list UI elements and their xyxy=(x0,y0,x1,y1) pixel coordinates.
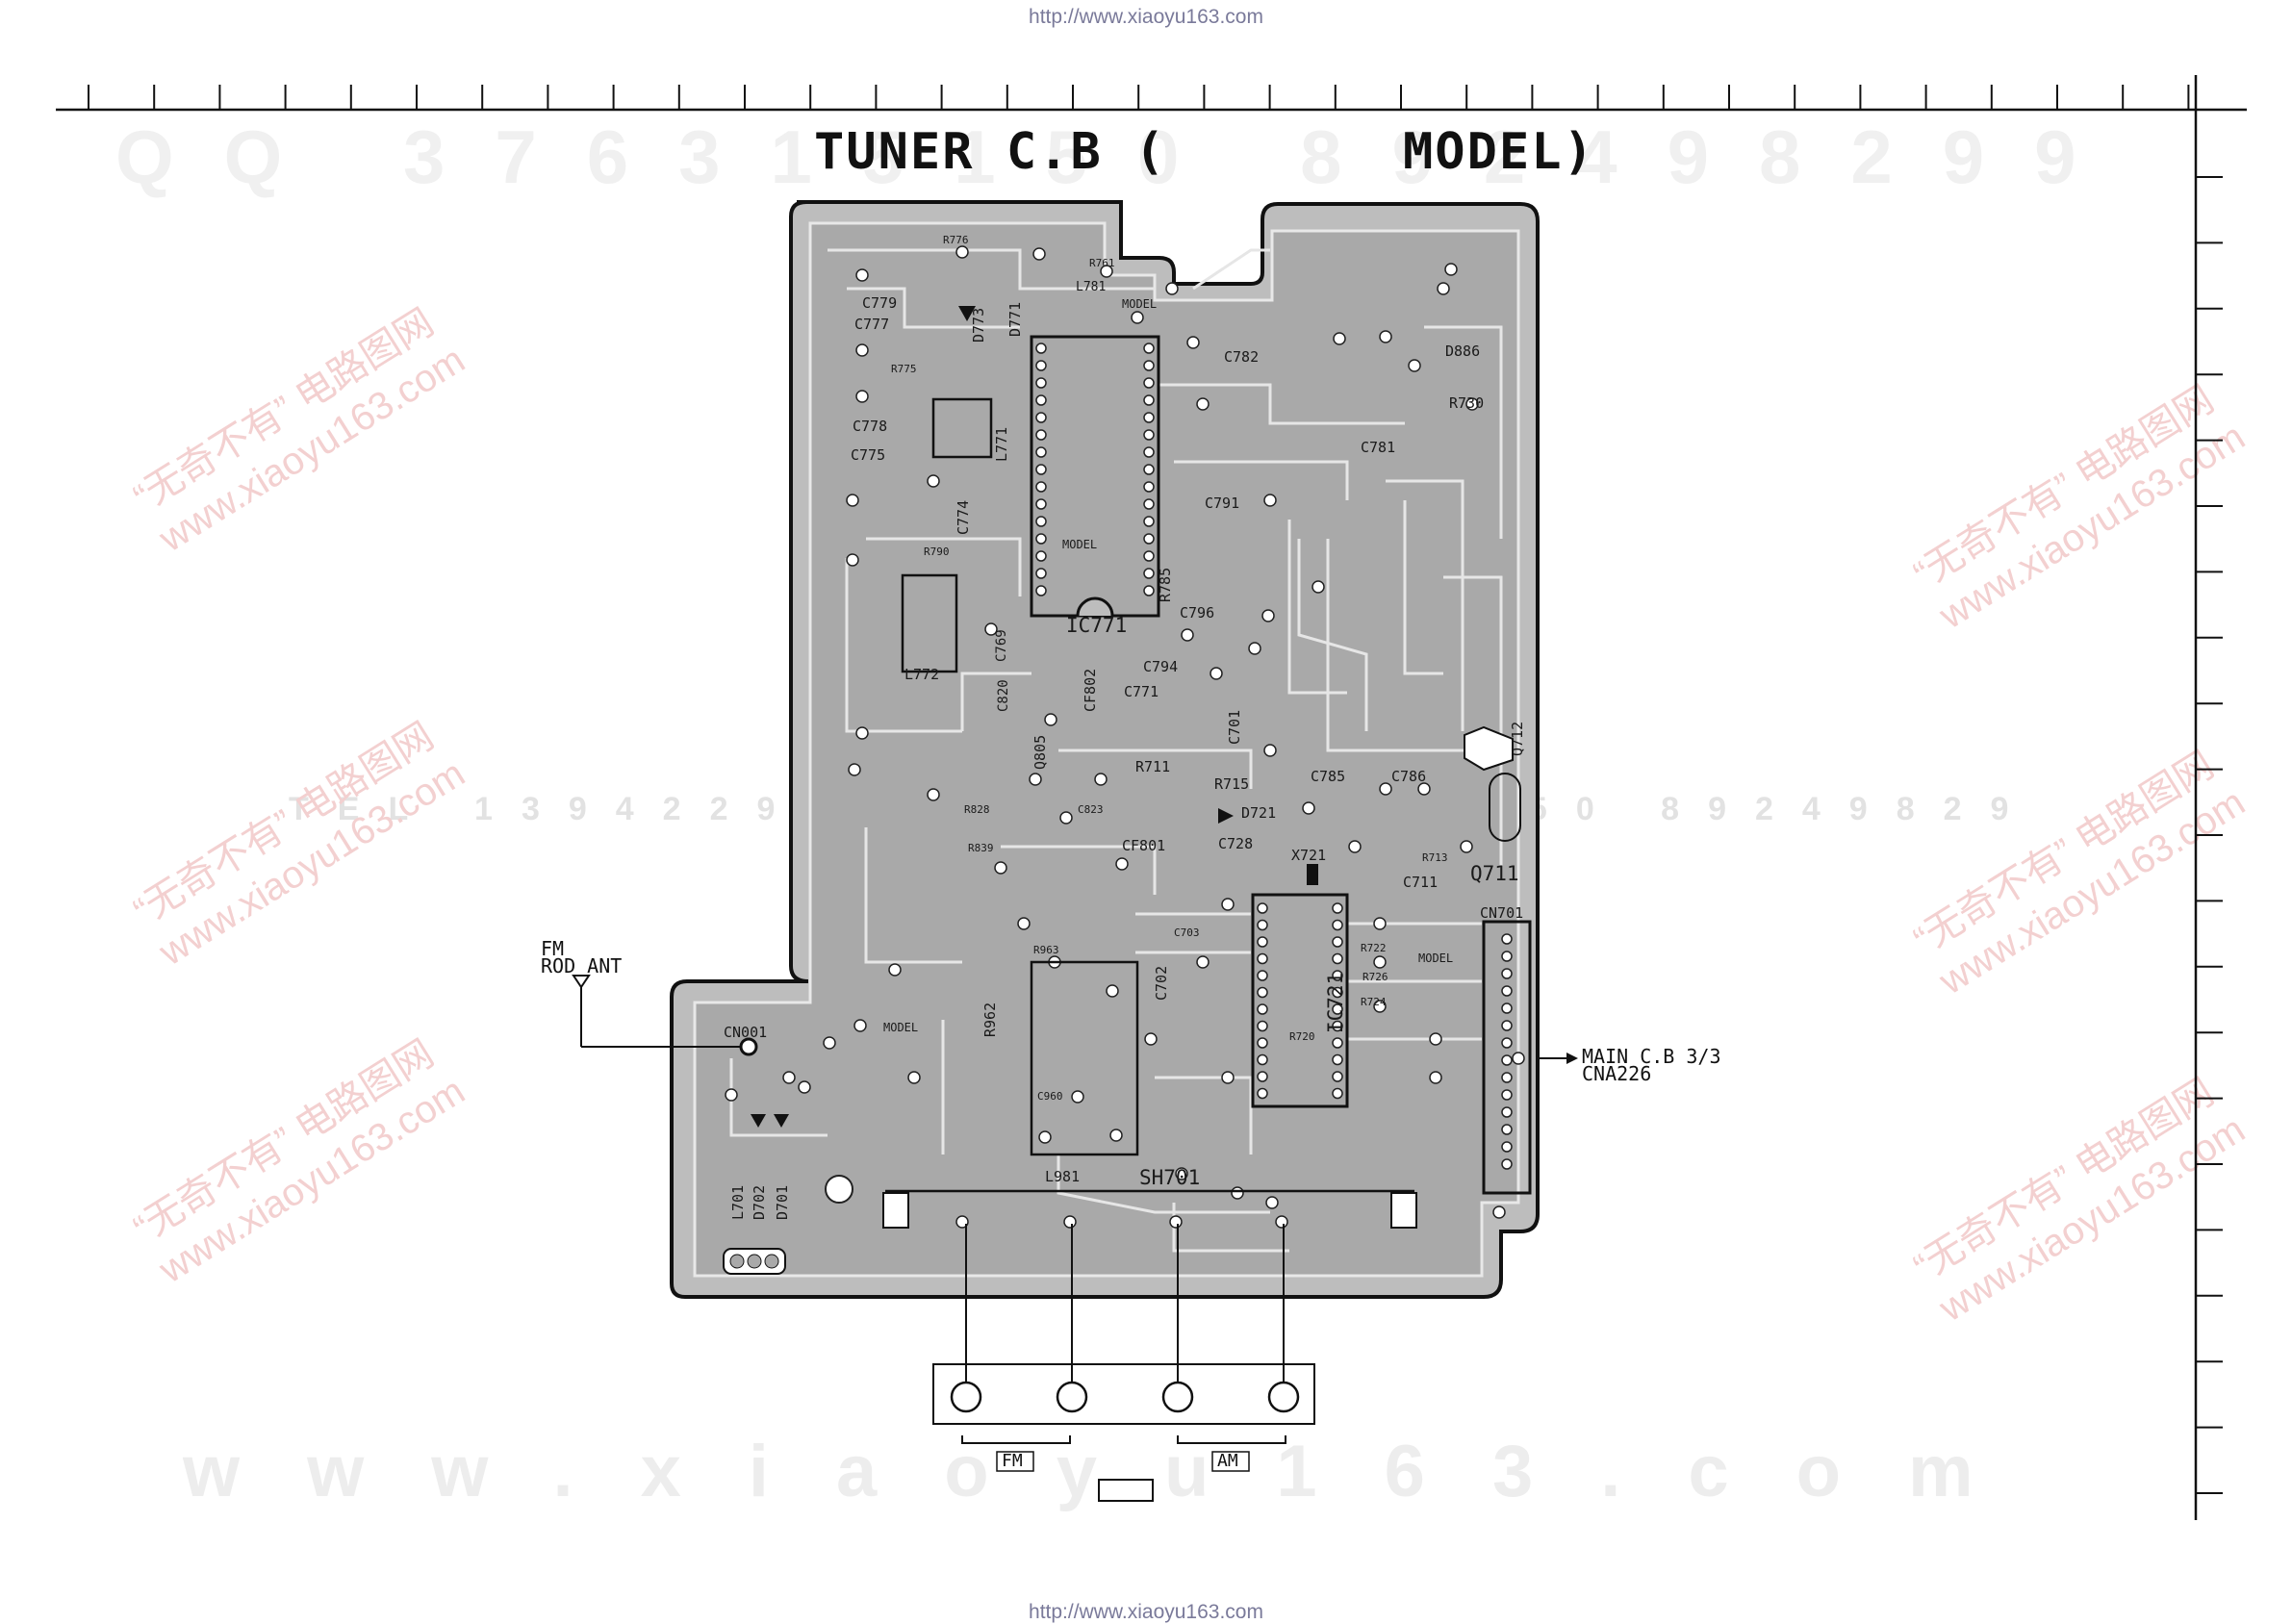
c769-label: C769 xyxy=(994,629,1009,662)
d771-label: D771 xyxy=(1006,301,1024,337)
c777-label: C777 xyxy=(854,316,890,333)
r761-label: R761 xyxy=(1089,257,1115,269)
r730-label: R730 xyxy=(1449,394,1485,412)
r715-label: R715 xyxy=(1214,775,1250,793)
d701-label: D701 xyxy=(774,1184,791,1220)
q712-label: Q712 xyxy=(1509,721,1526,756)
c781-label: C781 xyxy=(1361,439,1396,456)
fm-terminal-label: FM xyxy=(1002,1451,1023,1471)
main-cb-label-line2: CNA226 xyxy=(1582,1062,1652,1085)
model-label-3: MODEL xyxy=(1418,952,1454,965)
d702-label: D702 xyxy=(751,1184,768,1220)
c794-label: C794 xyxy=(1143,658,1179,675)
model-label-1: MODEL xyxy=(1122,297,1158,311)
fm-antenna xyxy=(572,975,741,1048)
l981-label: L981 xyxy=(1045,1168,1081,1185)
footer-url[interactable]: http://www.xiaoyu163.com xyxy=(1029,1601,1263,1623)
r720-label: R720 xyxy=(1289,1030,1315,1043)
q711-label: Q711 xyxy=(1470,862,1519,885)
c796-label: C796 xyxy=(1180,604,1215,622)
d721-label: D721 xyxy=(1241,804,1277,822)
page-title-right: MODEL) xyxy=(1403,123,1595,181)
r962-label: R962 xyxy=(981,1002,999,1037)
c775-label: C775 xyxy=(851,446,886,464)
c771-label: C771 xyxy=(1124,683,1159,700)
q805-label: Q805 xyxy=(1031,734,1049,770)
l701-label: L701 xyxy=(729,1184,747,1220)
d886-label: D886 xyxy=(1445,343,1481,360)
top-ruler xyxy=(56,85,2247,112)
website-watermark: www.xiaoyu163.com xyxy=(183,1431,2041,1512)
c778-label: C778 xyxy=(853,418,888,435)
c774-label: C774 xyxy=(955,499,972,535)
l772-label: L772 xyxy=(904,666,940,683)
x721-label: X721 xyxy=(1291,847,1327,864)
cf802-label: CF802 xyxy=(1082,668,1099,712)
r790-label: R790 xyxy=(924,546,950,558)
header-url[interactable]: http://www.xiaoyu163.com xyxy=(1029,6,1263,28)
r785-label: R785 xyxy=(1157,567,1174,602)
r839-label: R839 xyxy=(968,842,994,854)
c820-label: C820 xyxy=(996,679,1011,712)
ic721-label: IC721 xyxy=(1324,972,1347,1033)
r776-label: R776 xyxy=(943,234,969,246)
am-terminal-label: AM xyxy=(1217,1451,1238,1471)
cn701-label: CN701 xyxy=(1480,904,1524,922)
main-cb-arrow xyxy=(1538,1053,1578,1064)
l781-label: L781 xyxy=(1076,280,1107,294)
model-label-2: MODEL xyxy=(1062,538,1098,551)
model-label-4: MODEL xyxy=(883,1021,919,1034)
c701-label: C701 xyxy=(1226,709,1243,745)
l771-label: L771 xyxy=(993,426,1010,462)
d773-label: D773 xyxy=(970,307,987,343)
c703-label: C703 xyxy=(1174,926,1200,939)
main-cb-label-line1: MAIN C.B 3/3 xyxy=(1582,1045,1721,1068)
sh701-label: SH701 xyxy=(1139,1166,1201,1189)
r724-label: R724 xyxy=(1361,996,1387,1008)
r726-label: R726 xyxy=(1362,971,1388,983)
pcb-board xyxy=(670,200,1540,1299)
r722-label: R722 xyxy=(1361,942,1387,954)
c702-label: C702 xyxy=(1153,965,1170,1001)
terminal-block xyxy=(932,1224,1315,1502)
r963-label: R963 xyxy=(1033,944,1059,956)
c728-label: C728 xyxy=(1218,835,1254,852)
r711-label: R711 xyxy=(1135,758,1171,775)
phone-watermark-right: 150 89249829 xyxy=(1482,791,2038,827)
antenna-label-line2: ROD ANT xyxy=(541,954,623,977)
antenna-label-line1: FM xyxy=(541,937,565,960)
c782-label: C782 xyxy=(1224,348,1260,366)
c786-label: C786 xyxy=(1391,768,1427,785)
ic771-label: IC771 xyxy=(1066,614,1128,637)
r775-label: R775 xyxy=(891,363,917,375)
c791-label: C791 xyxy=(1205,495,1240,512)
c711-label: C711 xyxy=(1403,874,1439,891)
c960-label: C960 xyxy=(1037,1090,1063,1103)
c779-label: C779 xyxy=(862,294,898,312)
qq-watermark: QQ 376315150 892498299 xyxy=(115,114,2126,199)
c823-label: C823 xyxy=(1078,803,1104,816)
cn001-label: CN001 xyxy=(724,1024,768,1041)
r828-label: R828 xyxy=(964,803,990,816)
r713-label: R713 xyxy=(1422,851,1448,864)
cf801-label: CF801 xyxy=(1122,837,1166,854)
c785-label: C785 xyxy=(1311,768,1346,785)
right-ruler xyxy=(2194,75,2223,1520)
page-title-left: TUNER C.B ( xyxy=(814,123,1167,181)
